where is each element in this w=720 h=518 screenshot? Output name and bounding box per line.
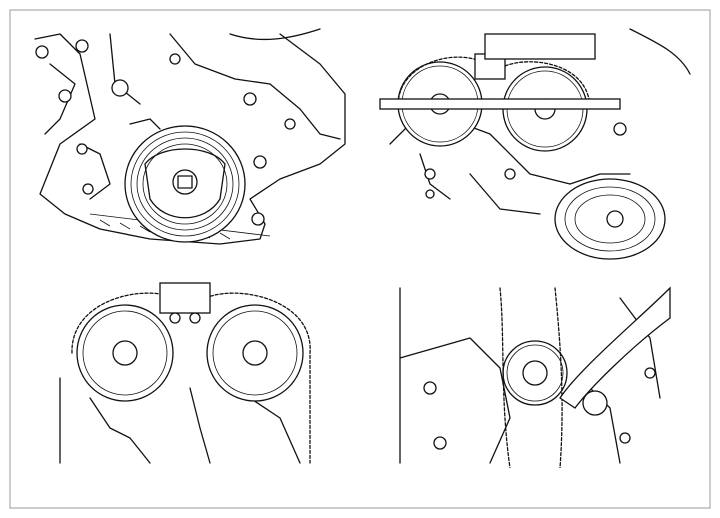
sprocket-holder-tool-icon — [379, 33, 621, 110]
panel-camshaft-sprockets-chain — [50, 278, 330, 468]
sprocket-holder-tool-icon — [159, 282, 211, 324]
bolt-icon — [424, 122, 627, 199]
bolt-icon — [423, 367, 656, 450]
crankshaft-pulley-icon — [554, 178, 666, 260]
timing-chain-icon — [499, 287, 563, 468]
crankshaft-pulley-drawing — [34, 28, 346, 245]
camshaft-chain-drawing — [59, 282, 311, 464]
chain-tensioner-icon — [559, 286, 671, 416]
crankshaft-sprocket-icon — [502, 340, 568, 406]
camshaft-holder-drawing — [379, 28, 691, 260]
crankshaft-pulley-icon — [124, 118, 246, 243]
bolt-icon — [35, 39, 296, 226]
panel-camshaft-sprocket-holder — [370, 24, 700, 264]
panel-crankshaft-pulley — [20, 24, 350, 264]
panel-crankshaft-sprocket-tensioner — [380, 278, 680, 468]
camshaft-sprocket-icon — [76, 304, 304, 402]
crankshaft-sprocket-drawing — [399, 286, 671, 468]
